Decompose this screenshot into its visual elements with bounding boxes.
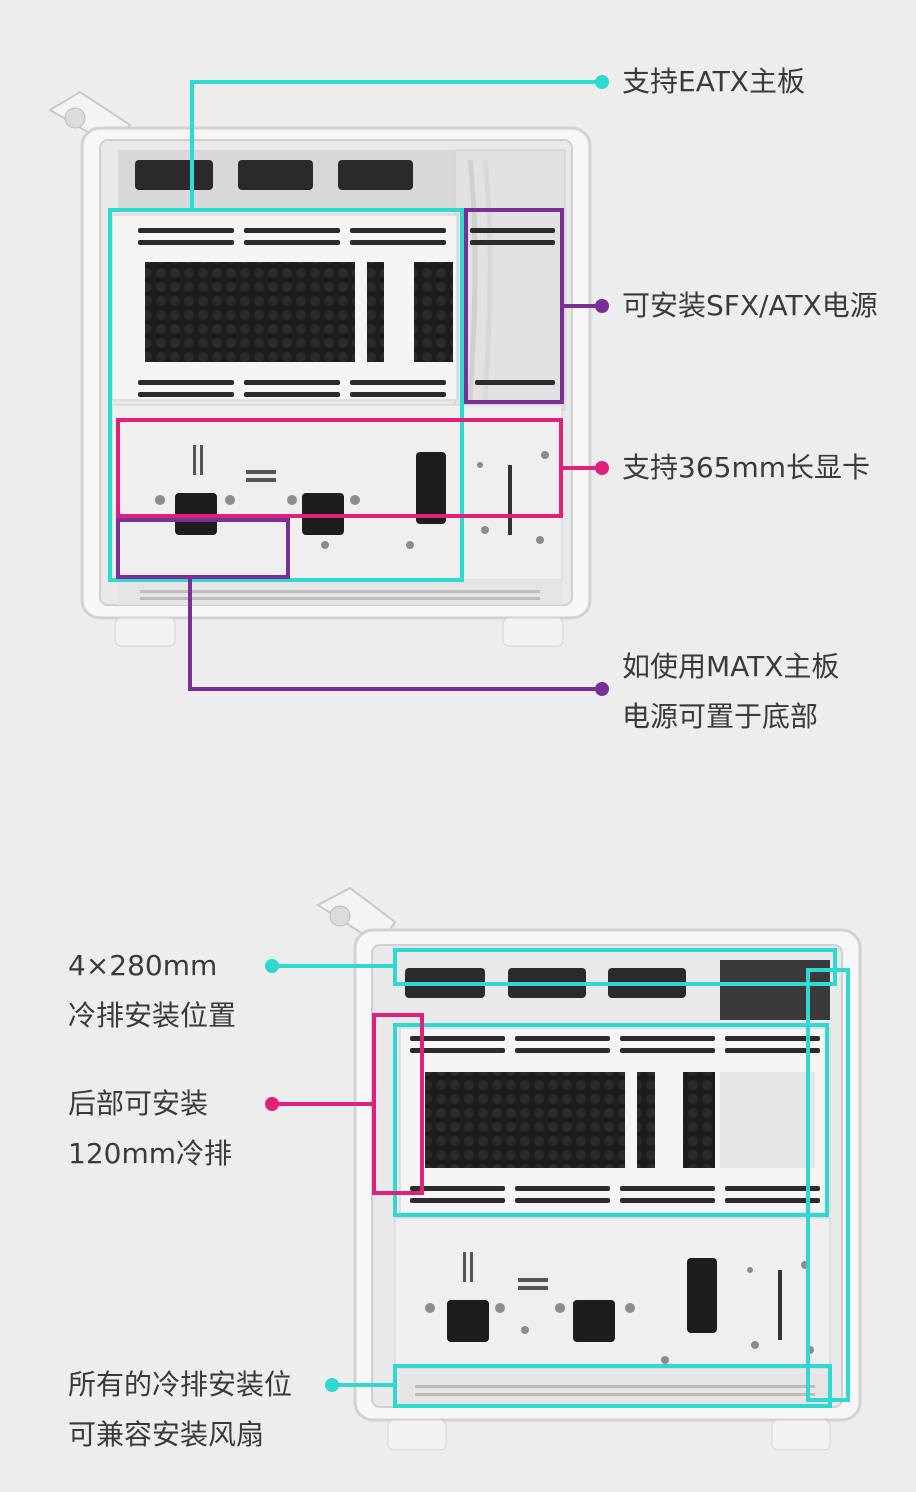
matx-psu-highlight [116,518,602,691]
radiator-pointer-dot [265,959,279,973]
gpu-pointer-dot [595,461,609,475]
psu-label: 可安装SFX/ATX电源 [622,289,878,322]
rear-radiator-label: 后部可安装 120mm冷排 [68,1087,232,1170]
top-case-drawing [48,90,592,647]
gpu-label: 支持365mm长显卡 [622,451,870,484]
matx-label: 如使用MATX主板 电源可置于底部 [622,650,840,733]
fan-pointer-dot [325,1378,339,1392]
eatx-pointer-dot [595,75,609,89]
fan-compat-label: 所有的冷排安装位 可兼容安装风扇 [68,1368,293,1451]
eatx-highlight [108,80,602,582]
rear-120-highlight [272,1013,424,1195]
rear-pointer-dot [265,1097,279,1111]
radiator-280-highlight [272,948,850,1408]
bottom-case-drawing [316,886,862,1451]
eatx-label: 支持EATX主板 [622,65,805,98]
psu-pointer-dot [595,299,609,313]
radiator-label: 4×280mm 冷排安装位置 [68,949,237,1032]
matx-pointer-dot [595,682,609,696]
